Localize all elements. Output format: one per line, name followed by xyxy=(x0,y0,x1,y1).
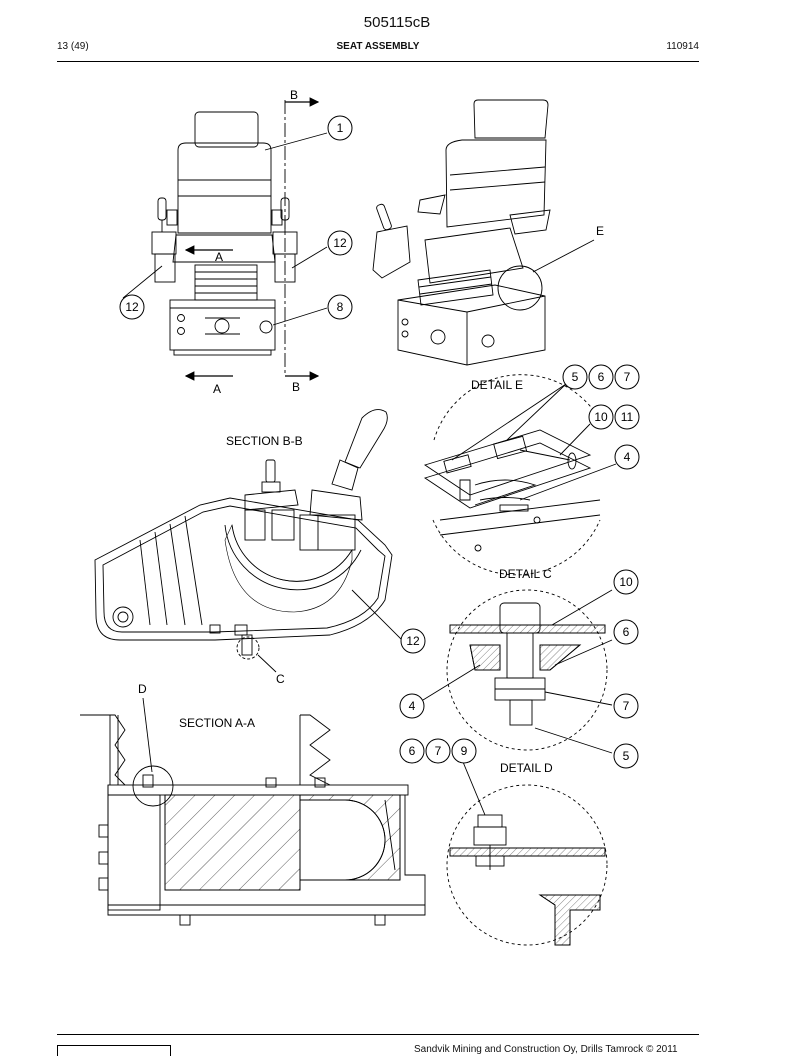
callout-front-1: 1 xyxy=(327,115,353,141)
callout-c-6: 6 xyxy=(613,619,639,645)
document-number: 505115cB xyxy=(363,14,431,31)
callout-e-11: 11 xyxy=(614,404,640,430)
svg-text:4: 4 xyxy=(409,699,416,713)
svg-text:5: 5 xyxy=(572,370,579,384)
callout-e-10: 10 xyxy=(588,404,614,430)
svg-text:6: 6 xyxy=(623,625,630,639)
callout-front-12-left: 12 xyxy=(119,294,145,320)
sandvik-logo xyxy=(57,1045,171,1056)
callout-front-8: 8 xyxy=(327,294,353,320)
label-section-aa: SECTION A-A xyxy=(179,716,255,730)
svg-text:6: 6 xyxy=(409,744,416,758)
date-code: 110914 xyxy=(666,41,699,52)
marker-e: E xyxy=(596,224,604,238)
marker-a-bottom: A xyxy=(213,382,221,396)
callout-c-10: 10 xyxy=(613,569,639,595)
svg-text:7: 7 xyxy=(435,744,442,758)
callout-d-9: 9 xyxy=(451,738,477,764)
front-view xyxy=(122,97,328,381)
copyright-text: Sandvik Mining and Construction Oy, Dril… xyxy=(414,1044,678,1055)
callout-front-12-right: 12 xyxy=(327,230,353,256)
header-rule xyxy=(57,61,699,62)
callout-c-7: 7 xyxy=(613,693,639,719)
svg-text:5: 5 xyxy=(623,749,630,763)
svg-text:9: 9 xyxy=(461,744,468,758)
label-section-bb: SECTION B-B xyxy=(226,434,303,448)
svg-text:1: 1 xyxy=(337,121,344,135)
svg-text:8: 8 xyxy=(337,300,344,314)
detail-d-view xyxy=(446,761,608,946)
detail-e-view xyxy=(423,374,617,576)
callout-e-5: 5 xyxy=(562,364,588,390)
svg-text:11: 11 xyxy=(621,410,634,424)
callout-c-5: 5 xyxy=(613,743,639,769)
label-detail-c: DETAIL C xyxy=(499,567,552,581)
callout-e-6: 6 xyxy=(588,364,614,390)
section-aa-view xyxy=(80,697,426,926)
callout-bb-12: 12 xyxy=(400,628,426,654)
label-detail-e: DETAIL E xyxy=(471,378,523,392)
svg-text:12: 12 xyxy=(333,236,347,250)
page-number: 13 (49) xyxy=(57,41,89,52)
detail-c-view xyxy=(422,589,613,754)
label-detail-d: DETAIL D xyxy=(500,761,553,775)
svg-text:7: 7 xyxy=(623,699,630,713)
footer-rule xyxy=(57,1034,699,1035)
svg-text:6: 6 xyxy=(598,370,605,384)
marker-c: C xyxy=(276,672,285,686)
section-bb-view xyxy=(94,409,403,673)
page-title: SEAT ASSEMBLY xyxy=(336,41,420,52)
svg-text:10: 10 xyxy=(619,575,633,589)
svg-text:10: 10 xyxy=(594,410,608,424)
marker-b-bottom: B xyxy=(292,380,300,394)
svg-text:12: 12 xyxy=(125,300,139,314)
callout-d-7: 7 xyxy=(425,738,451,764)
marker-a-top: A xyxy=(215,250,223,264)
isometric-view xyxy=(372,99,595,366)
header-row: 13 (49) SEAT ASSEMBLY 110914 xyxy=(57,41,699,55)
marker-d: D xyxy=(138,682,147,696)
svg-text:12: 12 xyxy=(406,634,420,648)
svg-text:7: 7 xyxy=(624,370,631,384)
svg-text:4: 4 xyxy=(624,450,631,464)
marker-b-top: B xyxy=(290,88,298,102)
callout-e-4: 4 xyxy=(614,444,640,470)
callout-c-4: 4 xyxy=(399,693,425,719)
callout-d-6: 6 xyxy=(399,738,425,764)
callout-e-7: 7 xyxy=(614,364,640,390)
